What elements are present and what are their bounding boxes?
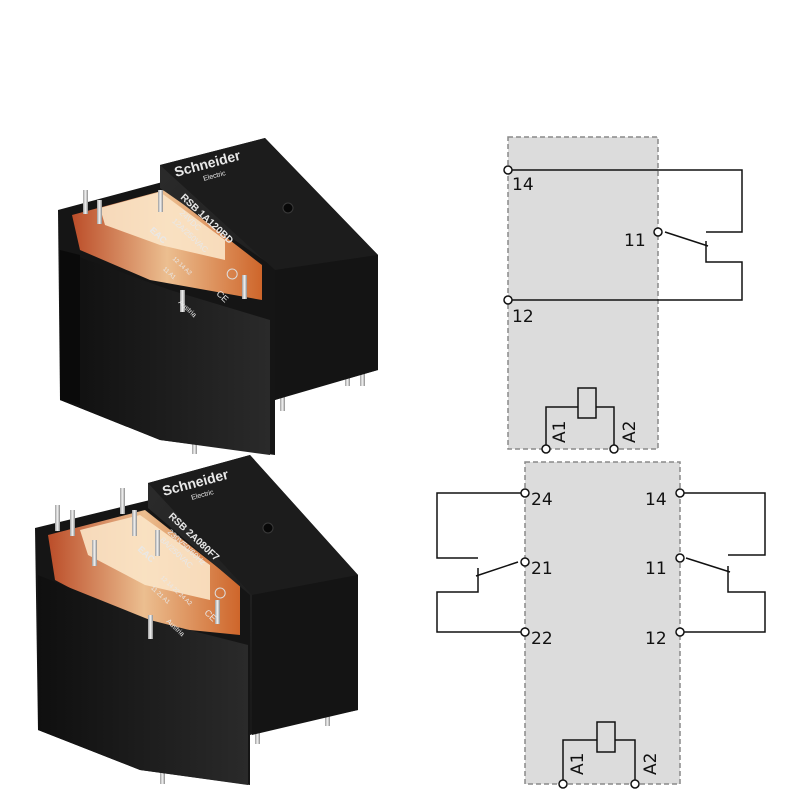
relay-case-top: [160, 138, 378, 270]
wire-12: [680, 566, 766, 633]
socket-glow-highlight: [80, 515, 210, 600]
pin-label-14: 14: [645, 490, 667, 510]
terminal: [520, 488, 530, 498]
relay-pin: [325, 710, 330, 726]
terminal: [558, 779, 568, 789]
pin-label-14: 14: [512, 175, 534, 195]
terminal: [520, 627, 530, 637]
switch-contact-left: [475, 561, 519, 577]
relay-case-top: [148, 455, 358, 595]
socket-pin: [97, 200, 102, 224]
socket-glow-highlight: [100, 192, 225, 260]
relay-pin: [160, 770, 165, 784]
terminal: [503, 165, 513, 175]
socket-pin: [158, 190, 163, 212]
wiring-diagram-top-labels: 14 11 12 A1 A2: [512, 175, 646, 443]
relay-pin: [255, 728, 260, 744]
coil-wire-a2: [615, 739, 636, 784]
test-button: [262, 522, 274, 534]
socket-pin: [83, 190, 88, 214]
switch-contact-right: [685, 557, 731, 573]
coil-symbol: [596, 721, 616, 753]
socket-pin: [120, 488, 125, 514]
wire-12: [508, 241, 743, 301]
pin-label-a1: A1: [568, 753, 588, 775]
pin-label-12: 12: [512, 307, 534, 327]
terminal: [609, 444, 619, 454]
wiring-diagram-bottom: [436, 461, 766, 789]
terminal: [630, 779, 640, 789]
relay-pin: [280, 395, 285, 411]
terminal: [675, 488, 685, 498]
relay-pin: [360, 372, 365, 386]
relay-case-side: [252, 575, 358, 735]
socket-front: [60, 250, 270, 455]
terminal: [675, 627, 685, 637]
coil-wire-a1: [545, 406, 578, 449]
diagram-housing: [524, 461, 681, 785]
coil-symbol: [577, 387, 597, 419]
pin-label-a1: A1: [550, 421, 570, 443]
relay-bottom: Schneider Electric RSB 2A080F7 230V50/60…: [35, 455, 358, 785]
socket-pin: [180, 290, 185, 312]
terminal: [675, 553, 685, 563]
coil-wire-a2: [596, 406, 615, 449]
pin-label-a2: A2: [620, 421, 640, 443]
pin-label-12: 12: [645, 629, 667, 649]
wiring-diagram-bottom-labels: 24 21 22 14 11 12 A1 A2: [531, 490, 667, 775]
terminal: [653, 227, 663, 237]
pin-label-24: 24: [531, 490, 553, 510]
relay-pin: [345, 372, 350, 386]
wire-24: [436, 492, 525, 559]
socket-pin: [92, 540, 97, 566]
wire-22: [436, 568, 525, 633]
wire-14: [508, 169, 743, 233]
wiring-diagram-top: [503, 136, 743, 454]
test-button: [282, 202, 294, 214]
relay-pin: [192, 440, 197, 454]
socket-pin: [55, 505, 60, 531]
cert-mark-icon: [214, 587, 226, 599]
terminal: [503, 295, 513, 305]
relay-case-side: [275, 255, 378, 400]
switch-contact: [664, 231, 709, 247]
socket-pin: [215, 600, 220, 624]
socket-edge: [60, 250, 80, 405]
coil-wire-a1: [562, 739, 597, 784]
socket-pin: [132, 510, 137, 536]
socket-pin: [70, 510, 75, 536]
pin-label-21: 21: [531, 559, 553, 579]
wire-14: [680, 492, 766, 556]
pin-label-22: 22: [531, 629, 553, 649]
terminal: [541, 444, 551, 454]
pin-label-11: 11: [645, 559, 667, 579]
socket-pin: [155, 530, 160, 556]
socket-front: [38, 575, 248, 785]
pin-label-11: 11: [624, 231, 646, 251]
cert-mark-icon: [226, 268, 238, 280]
socket-pin: [242, 275, 247, 299]
relay-top: Schneider Electric RSB 1A120BD 24VDC 12A…: [58, 138, 378, 455]
terminal: [520, 557, 530, 567]
pin-label-a2: A2: [641, 753, 661, 775]
socket-pin: [148, 615, 153, 639]
